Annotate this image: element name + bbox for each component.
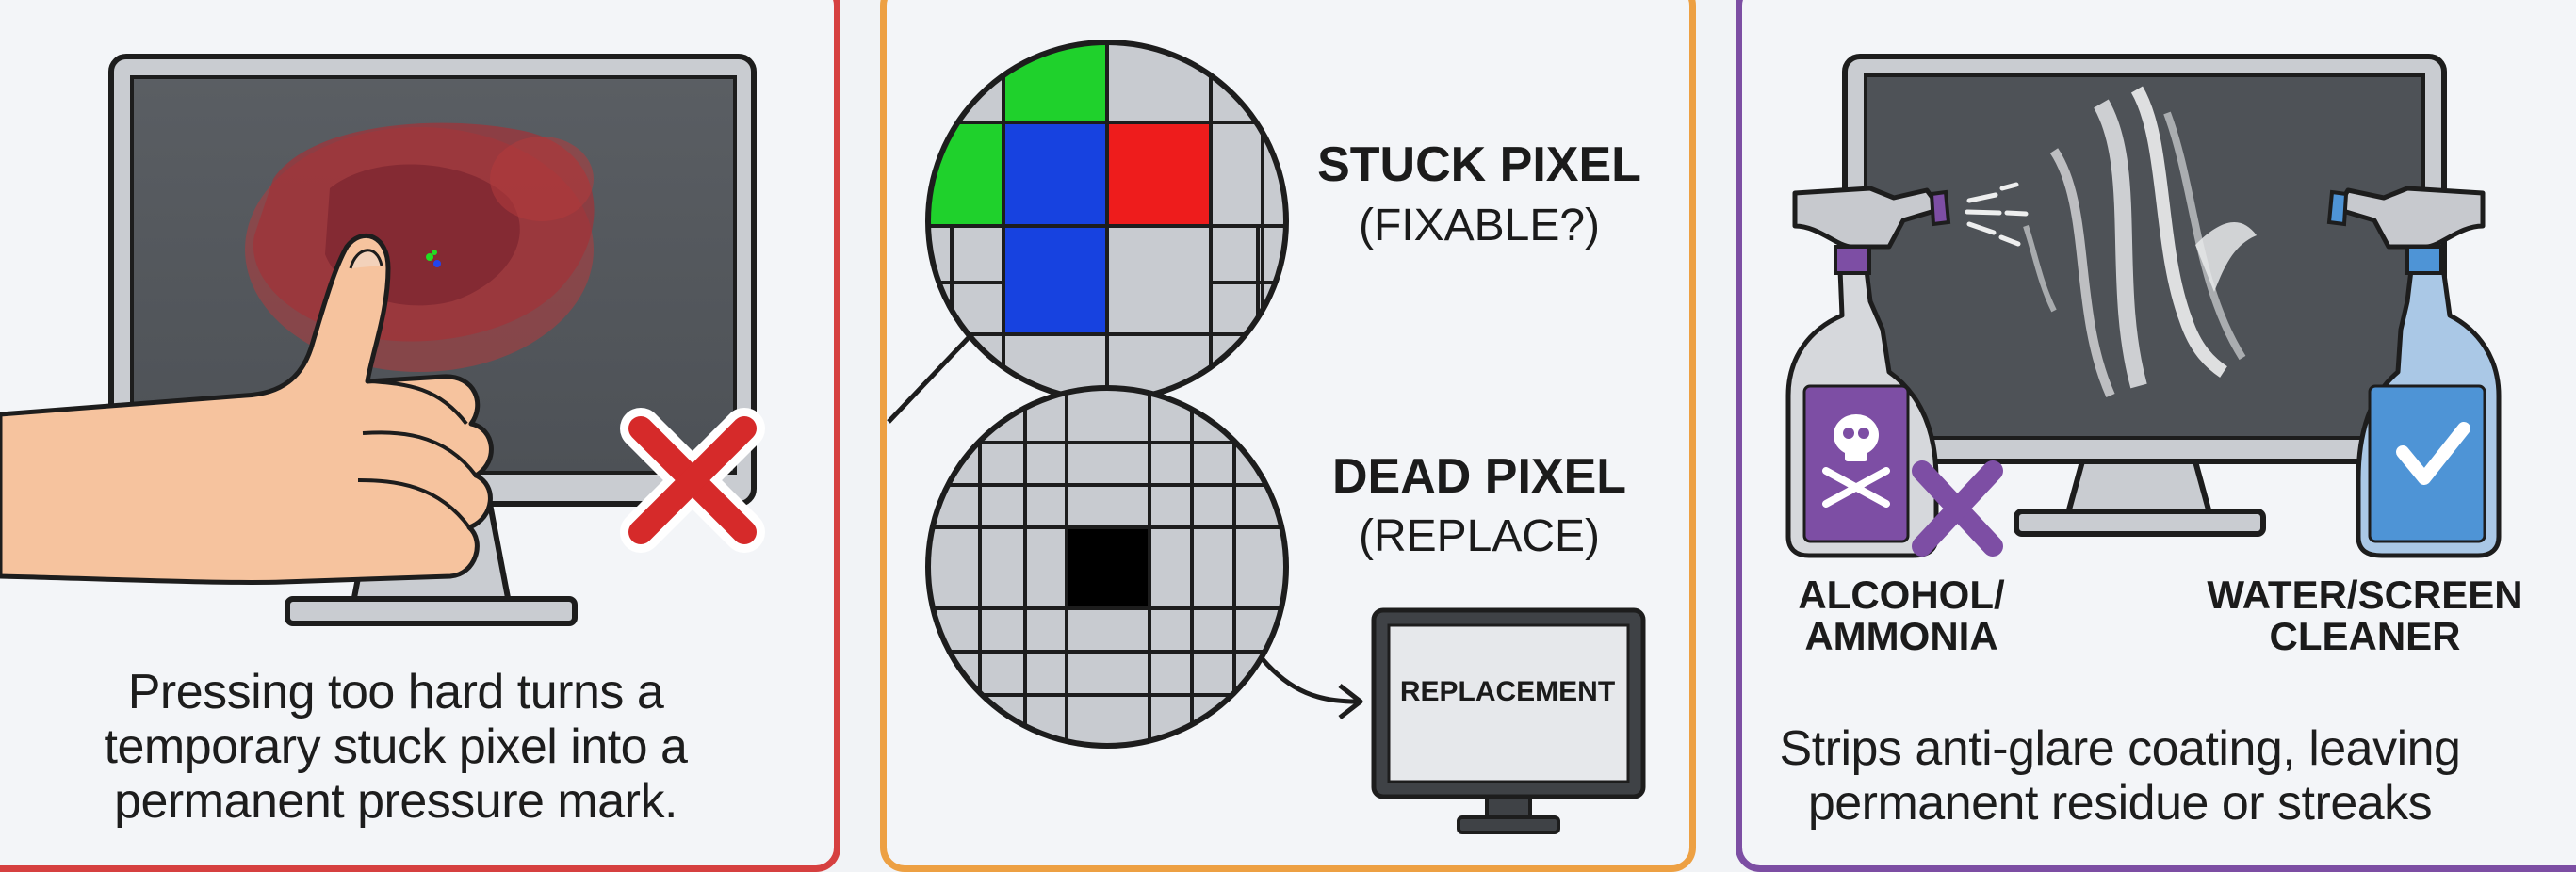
replacement-monitor (1371, 607, 1646, 834)
pressure-mark (245, 122, 595, 372)
skull-crossbones-icon (1822, 414, 1890, 508)
magnifier-icon-stuck (925, 40, 1289, 403)
caption-cleaners: Strips anti-glare coating, leaving perma… (1779, 721, 2461, 832)
stuck-pixel-subtitle: (FIXABLE?) (1358, 201, 1601, 250)
arrow-head-icon (1338, 684, 1363, 719)
stuck-pixel-title: STUCK PIXEL (1317, 137, 1641, 192)
thumb-press-icon (0, 234, 494, 585)
dead-pixel-subtitle: (REPLACE) (1358, 511, 1601, 561)
water-cleaner-label: WATER/SCREEN CLEANER (2207, 573, 2523, 659)
magnifier-icon-dead (925, 385, 1289, 749)
spray-bottle-icon-alcohol (1785, 186, 1951, 558)
x-mark-icon (620, 408, 765, 553)
x-mark-icon-purple (1912, 460, 2003, 557)
spray-bottle-icon-water (2326, 186, 2502, 558)
dead-pixel-title: DEAD PIXEL (1331, 449, 1627, 504)
alcohol-ammonia-label: ALCOHOL/ AMMONIA (1798, 573, 2005, 659)
arrow-icon (1261, 657, 1358, 704)
monitor-right (1842, 54, 2447, 537)
caption-pressure: Pressing too hard turns a temporary stuc… (104, 665, 688, 830)
replacement-label: REPLACEMENT (1399, 676, 1616, 707)
checkmark-icon (2396, 422, 2470, 485)
